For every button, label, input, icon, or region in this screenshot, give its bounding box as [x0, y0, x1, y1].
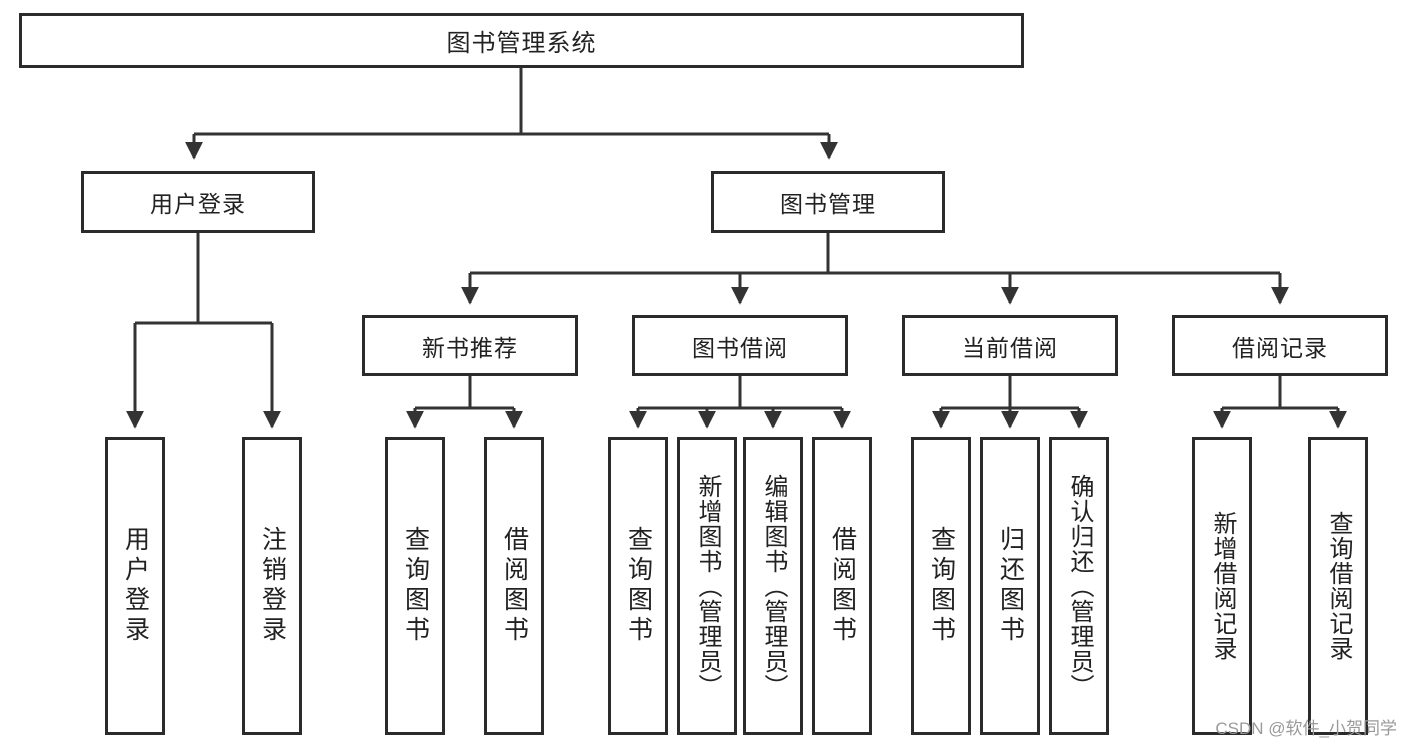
- leaf-current-confirm-return-admin[interactable]: 确认归还（管理员）: [1049, 437, 1109, 735]
- node-book-borrow[interactable]: 图书借阅: [632, 315, 848, 376]
- node-current-borrow[interactable]: 当前借阅: [902, 315, 1118, 376]
- leaf-borrow-add-book-admin[interactable]: 新增图书（管理员）: [677, 437, 737, 735]
- leaf-new-book-borrow[interactable]: 借阅图书: [484, 437, 544, 735]
- leaf-current-return-book[interactable]: 归还图书: [980, 437, 1040, 735]
- leaf-current-query-book[interactable]: 查询图书: [911, 437, 971, 735]
- node-root-system[interactable]: 图书管理系统: [19, 13, 1024, 68]
- leaf-user-login-signout[interactable]: 注销登录: [242, 437, 302, 735]
- leaf-record-query-record[interactable]: 查询借阅记录: [1308, 437, 1368, 735]
- leaf-new-book-query[interactable]: 查询图书: [385, 437, 445, 735]
- node-book-management[interactable]: 图书管理: [711, 171, 945, 233]
- node-borrow-record[interactable]: 借阅记录: [1172, 315, 1388, 376]
- leaf-user-login-signin[interactable]: 用户登录: [105, 437, 165, 735]
- leaf-borrow-query-book[interactable]: 查询图书: [608, 437, 668, 735]
- leaf-borrow-edit-book-admin[interactable]: 编辑图书（管理员）: [743, 437, 803, 735]
- csdn-watermark: CSDN @软件_小贺同学: [1215, 719, 1397, 738]
- node-new-book-recommend[interactable]: 新书推荐: [362, 315, 578, 376]
- leaf-record-add-record[interactable]: 新增借阅记录: [1192, 437, 1252, 735]
- leaf-borrow-borrow-book[interactable]: 借阅图书: [812, 437, 872, 735]
- node-user-login[interactable]: 用户登录: [81, 171, 315, 233]
